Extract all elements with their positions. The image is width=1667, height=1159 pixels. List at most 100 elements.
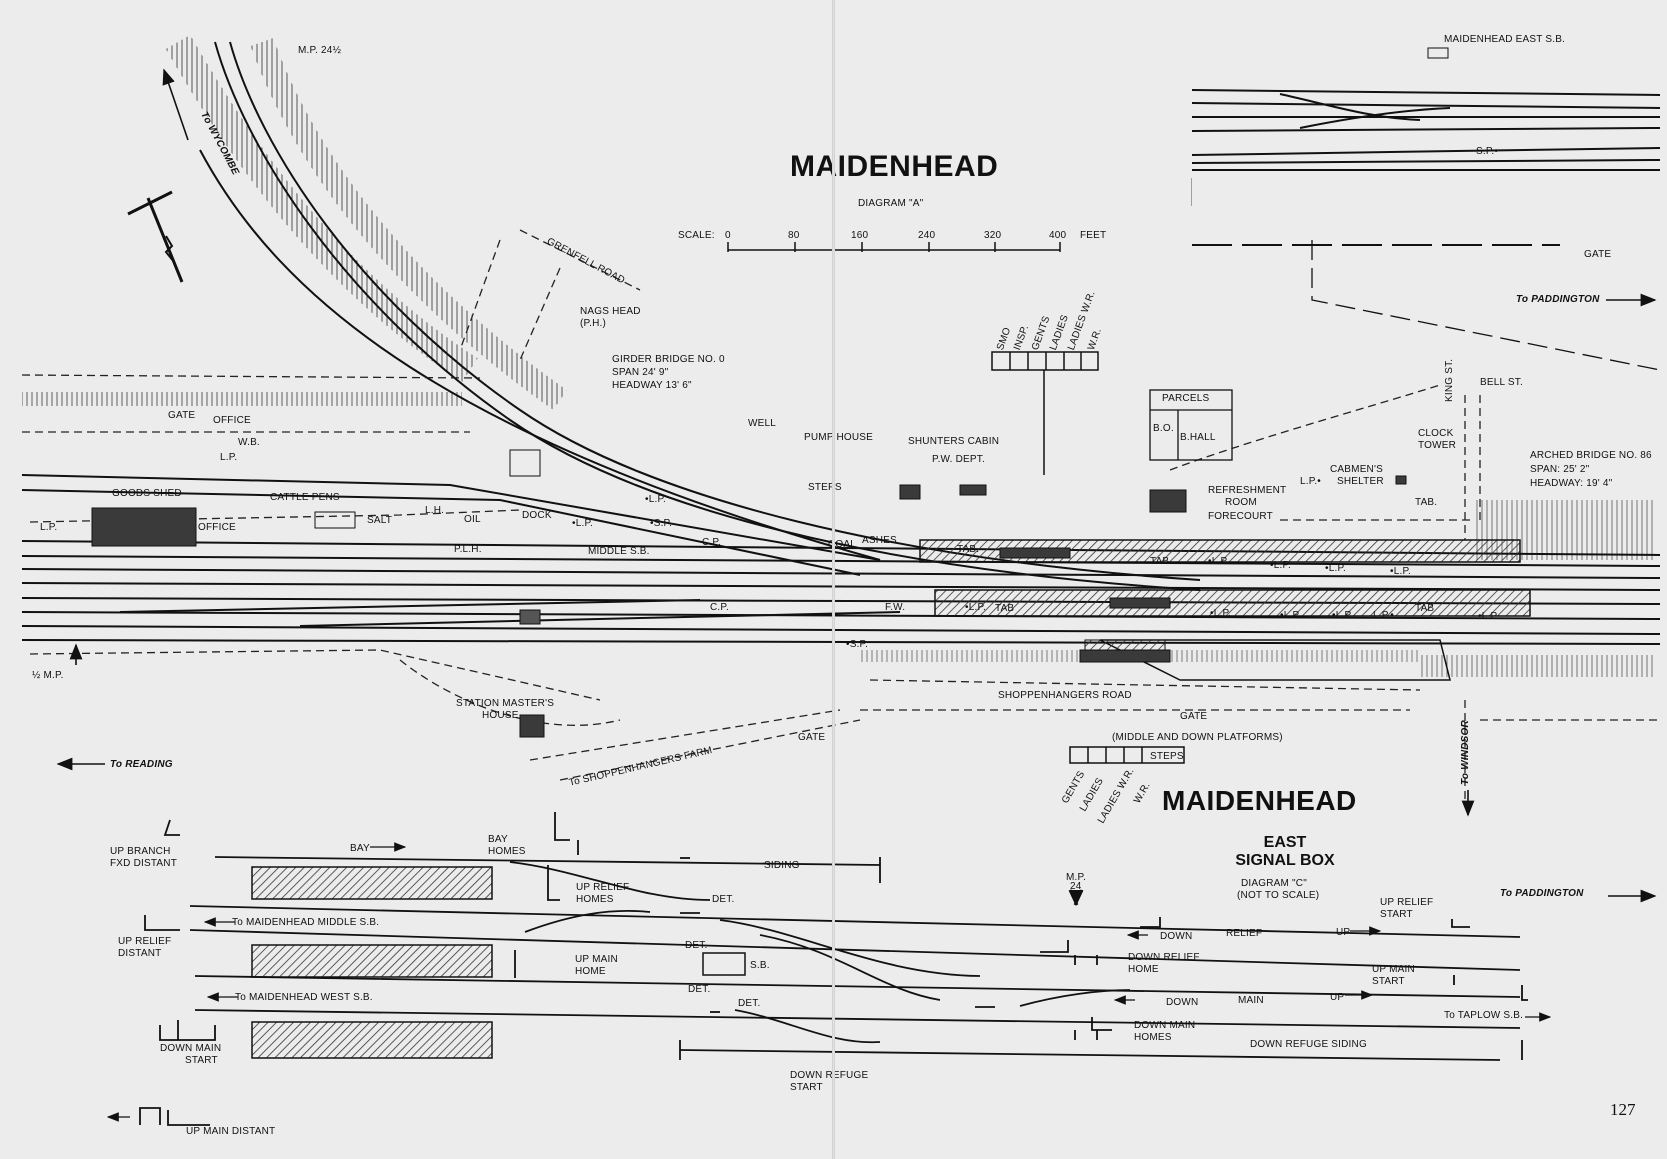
down-relief-home-1: DOWN RELIEF [1128, 952, 1200, 963]
tab-2: TAB. [1415, 497, 1438, 508]
up-relief-start-1: UP RELIEF [1380, 897, 1434, 908]
station-masters-house-building [519, 714, 545, 738]
cattle-pens: CATTLE PENS [270, 492, 340, 503]
platform-lp-down-6: •L.P. [1478, 611, 1499, 622]
gate-inset: GATE [1584, 249, 1612, 260]
signalling-diagram [139, 812, 1528, 1126]
up-main-home-1: UP MAIN [575, 954, 618, 965]
pw-dept: P.W. DEPT. [932, 454, 985, 465]
lh-label: L.H. [425, 505, 445, 516]
arched-bridge-1: ARCHED BRIDGE NO. 86 [1530, 450, 1652, 461]
bell-st: BELL ST. [1480, 377, 1523, 388]
sp-2: •S.P. [846, 639, 869, 650]
scale-tick-320: 320 [984, 230, 1002, 241]
scale-unit: FEET [1080, 230, 1107, 241]
signal-arrows [106, 842, 1552, 1122]
det-4: DET. [738, 998, 761, 1009]
office-top: OFFICE [213, 415, 251, 426]
det-3: DET. [688, 984, 711, 995]
wb-label: W.B. [238, 437, 260, 448]
to-reading: To READING [110, 759, 173, 770]
up-relief-homes-1: UP RELIEF [576, 882, 630, 893]
scale-label: SCALE: [678, 230, 715, 241]
lp-2: •L.P. [572, 518, 593, 529]
buildings [91, 47, 1449, 738]
up-main-start-2: START [1372, 976, 1405, 987]
mp-24-sig-1: M.P. [1066, 872, 1087, 883]
bay-label: BAY [350, 843, 370, 854]
cabmens-shelter-2: SHELTER [1337, 476, 1384, 487]
down-refuge-start-2: START [790, 1082, 823, 1093]
to-taplow: To TAPLOW S.B. [1444, 1010, 1524, 1021]
half-mp: ½ M.P. [32, 670, 64, 681]
middle-sb-label: MIDDLE S.B. [588, 546, 650, 557]
fw-label: F.W. [885, 602, 906, 613]
platform-lp-down-4: •L.P. [1332, 610, 1353, 621]
platform-lp-up-3: •L.P. [1325, 563, 1346, 574]
cabmens-shelter-1: CABMEN'S [1330, 464, 1383, 475]
clock-tower-1: CLOCK [1418, 428, 1454, 439]
relief-down: DOWN [1160, 931, 1193, 942]
scale-tick-0: 0 [725, 230, 731, 241]
tab-5: TAB [1415, 603, 1435, 614]
parcels-block [1149, 389, 1233, 461]
clock-tower-2: TOWER [1418, 440, 1457, 451]
tab-3: TAB [995, 603, 1015, 614]
bay-homes-2: HOMES [488, 846, 526, 857]
down-main-start-2: START [185, 1055, 218, 1066]
det-2: DET. [685, 940, 708, 951]
salt-label: SALT [367, 515, 393, 526]
diagram-c-label: DIAGRAM "C" [1241, 878, 1307, 889]
up-main-distant: UP MAIN DISTANT [186, 1126, 276, 1137]
down-refuge-start-1: DOWN REFUGE [790, 1070, 869, 1081]
scale-tick-240: 240 [918, 230, 936, 241]
oil-label: OIL [464, 514, 481, 525]
girder-bridge-3: HEADWAY 13' 6" [612, 380, 692, 391]
office-goods: OFFICE [198, 522, 236, 533]
station-masters-house-1: STATION MASTER'S [456, 698, 555, 709]
tab-4: TAB. [1150, 556, 1173, 567]
diagram-a-label: DIAGRAM "A" [858, 198, 924, 209]
bo-label: B.O. [1153, 423, 1174, 434]
down-relief-home-2: HOME [1128, 964, 1159, 975]
middle-down-platforms: (MIDDLE AND DOWN PLATFORMS) [1112, 732, 1283, 743]
lp-forecourt: L.P.• [1300, 476, 1321, 487]
main-up: UP [1330, 992, 1345, 1003]
shunters-cabin: SHUNTERS CABIN [908, 436, 1000, 447]
up-branch-fxd-distant-2: FXD DISTANT [110, 858, 178, 869]
bay-homes-1: BAY [488, 834, 508, 845]
sp-1: •S.P. [650, 518, 673, 529]
platform-lp-down-3: •L.P. [1280, 610, 1301, 621]
parcels-label: PARCELS [1162, 393, 1210, 404]
arched-bridge-3: HEADWAY: 19' 4" [1530, 478, 1613, 489]
steps-top: STEPS [808, 482, 842, 493]
dock-label: DOCK [522, 510, 552, 521]
to-windsor: To WINDSOR [1460, 720, 1471, 785]
up-relief-distant-1: UP RELIEF [118, 936, 172, 947]
lp-3: •L.P. [645, 494, 666, 505]
east-title: MAIDENHEAD [1162, 785, 1357, 816]
goods-shed: GOODS SHED [112, 488, 182, 499]
ashes-label: ASHES [862, 535, 897, 546]
mp-24-triangle [1069, 890, 1083, 902]
platform-lp-down-1: •L.P. [965, 602, 986, 613]
up-relief-distant-2: DISTANT [118, 948, 162, 959]
main-down: DOWN [1166, 997, 1199, 1008]
main-title: MAIDENHEAD [790, 150, 999, 183]
down-main-homes-1: DOWN MAIN [1134, 1020, 1196, 1031]
direction-arrows [56, 68, 1657, 903]
up-branch-fxd-distant-1: UP BRANCH [110, 846, 171, 857]
east-box-2: SIGNAL BOX [1235, 852, 1335, 869]
goods-shed-building [91, 507, 197, 547]
not-to-scale: (NOT TO SCALE) [1237, 890, 1320, 901]
sp-inset: S.P.• [1476, 146, 1499, 157]
down-main-start-1: DOWN MAIN [160, 1043, 222, 1054]
gate-top-left: GATE [168, 410, 196, 421]
scale-tick-400: 400 [1049, 230, 1067, 241]
page-number: 127 [1610, 1100, 1636, 1119]
girder-bridge-2: SPAN 24' 9" [612, 367, 669, 378]
relief-up: UP [1336, 927, 1351, 938]
platform-lp-up-2: •L.P. [1270, 560, 1291, 571]
up-main-start-1: UP MAIN [1372, 964, 1415, 975]
